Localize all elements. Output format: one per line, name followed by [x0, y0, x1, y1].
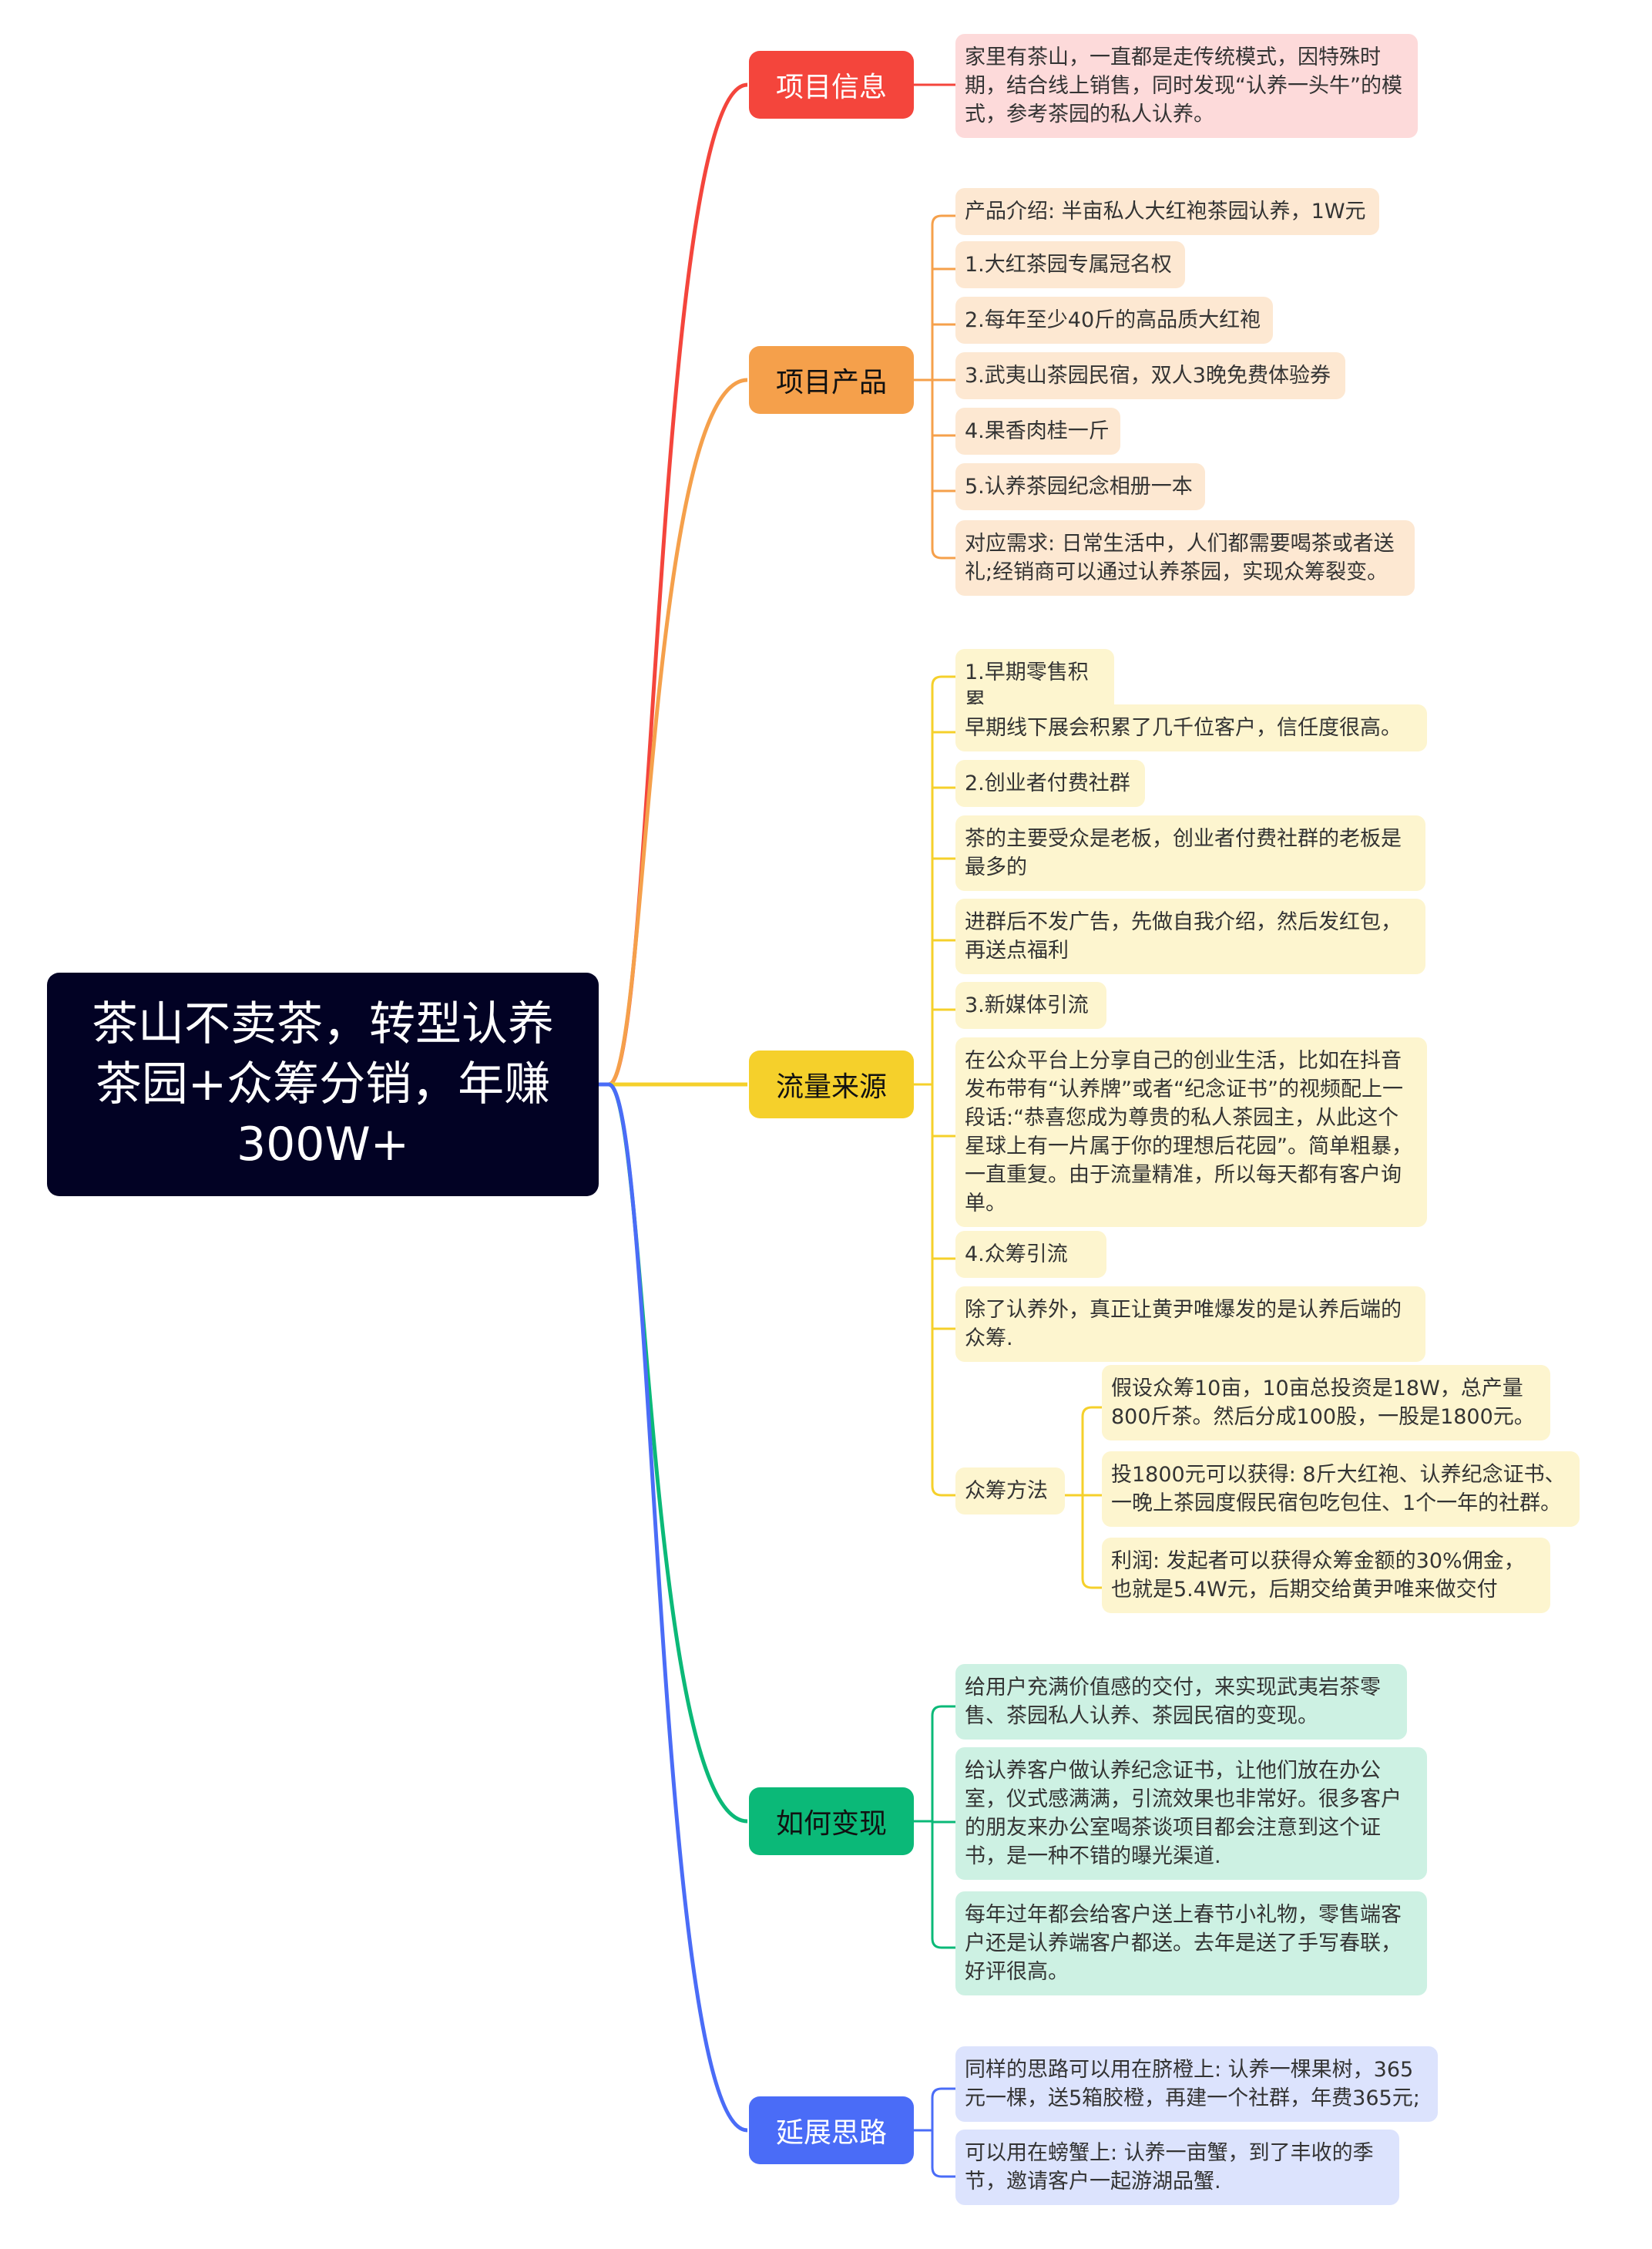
leaf-product-3[interactable]: 2.每年至少40斤的高品质大红袍 — [955, 297, 1273, 344]
leaf-extend-2[interactable]: 可以用在螃蟹上: 认养一亩蟹，到了丰收的季节，邀请客户一起游湖品蟹. — [955, 2130, 1399, 2205]
leaf-traffic-8[interactable]: 4.众筹引流 — [955, 1231, 1106, 1278]
branch-traffic-source[interactable]: 流量来源 — [749, 1051, 914, 1118]
leaf-traffic-4[interactable]: 茶的主要受众是老板，创业者付费社群的老板是最多的 — [955, 815, 1425, 891]
leaf-product-6[interactable]: 5.认养茶园纪念相册一本 — [955, 463, 1205, 510]
leaf-traffic-2[interactable]: 早期线下展会积累了几千位客户，信任度很高。 — [955, 704, 1427, 751]
leaf-traffic-9[interactable]: 除了认养外，真正让黄尹唯爆发的是认养后端的众筹. — [955, 1286, 1425, 1362]
branch-monetize[interactable]: 如何变现 — [749, 1787, 914, 1855]
leaf-traffic-crowdfunding-method[interactable]: 众筹方法 — [955, 1467, 1065, 1514]
leaf-traffic-5[interactable]: 进群后不发广告，先做自我介绍，然后发红包，再送点福利 — [955, 899, 1425, 974]
branch-label: 延展思路 — [775, 2117, 887, 2149]
leaf-monetize-3[interactable]: 每年过年都会给客户送上春节小礼物，零售端客户还是认养端客户都送。去年是送了手写春… — [955, 1891, 1427, 1995]
leaf-monetize-2[interactable]: 给认养客户做认养纪念证书，让他们放在办公室，仪式感满满，引流效果也非常好。很多客… — [955, 1747, 1427, 1880]
subleaf-crowdfunding-1[interactable]: 假设众筹10亩，10亩总投资是18W，总产量800斤茶。然后分成100股，一股是… — [1102, 1365, 1550, 1441]
subleaf-crowdfunding-2[interactable]: 投1800元可以获得: 8斤大红袍、认养纪念证书、一晚上茶园度假民宿包吃包住、1… — [1102, 1451, 1580, 1527]
link-root-monetize — [599, 1082, 748, 1824]
leaf-monetize-1[interactable]: 给用户充满价值感的交付，来实现武夷岩茶零售、茶园私人认养、茶园民宿的变现。 — [955, 1664, 1407, 1740]
branch-project-product[interactable]: 项目产品 — [749, 346, 914, 414]
root-title: 茶山不卖茶，转型认养茶园+众筹分销，年赚300W+ — [92, 997, 554, 1172]
branch-label: 项目信息 — [775, 72, 887, 103]
link-root-product — [599, 378, 748, 1087]
leaf-extend-1[interactable]: 同样的思路可以用在脐橙上: 认养一棵果树，365元一棵，送5箱胶橙，再建一个社群… — [955, 2046, 1438, 2122]
leaf-traffic-3[interactable]: 2.创业者付费社群 — [955, 760, 1145, 807]
leaf-product-4[interactable]: 3.武夷山茶园民宿，双人3晚免费体验券 — [955, 352, 1345, 399]
link-root-extend — [599, 1082, 748, 2133]
leaf-product-7[interactable]: 对应需求: 日常生活中，人们都需要喝茶或者送礼;经销商可以通过认养茶园，实现众筹… — [955, 520, 1415, 596]
branch-project-info[interactable]: 项目信息 — [749, 51, 914, 119]
leaf-traffic-6[interactable]: 3.新媒体引流 — [955, 982, 1106, 1029]
leaf-traffic-7[interactable]: 在公众平台上分享自己的创业生活，比如在抖音发布带有“认养牌”或者“纪念证书”的视… — [955, 1037, 1427, 1227]
branch-label: 流量来源 — [775, 1071, 887, 1103]
branch-label: 项目产品 — [775, 367, 887, 398]
subleaf-crowdfunding-3[interactable]: 利润: 发起者可以获得众筹金额的30%佣金，也就是5.4W元，后期交给黄尹唯来做… — [1102, 1538, 1550, 1613]
root-topic[interactable]: 茶山不卖茶，转型认养茶园+众筹分销，年赚300W+ — [47, 973, 599, 1196]
leaf-product-1[interactable]: 产品介绍: 半亩私人大红袍茶园认养，1W元 — [955, 188, 1379, 235]
branch-label: 如何变现 — [775, 1808, 887, 1840]
branch-extend[interactable]: 延展思路 — [749, 2096, 914, 2164]
leaf-product-2[interactable]: 1.大红茶园专属冠名权 — [955, 241, 1185, 288]
leaf-product-5[interactable]: 4.果香肉桂一斤 — [955, 408, 1120, 455]
leaf-info-1[interactable]: 家里有茶山，一直都是走传统模式，因特殊时期，结合线上销售，同时发现“认养一头牛”… — [955, 34, 1418, 138]
